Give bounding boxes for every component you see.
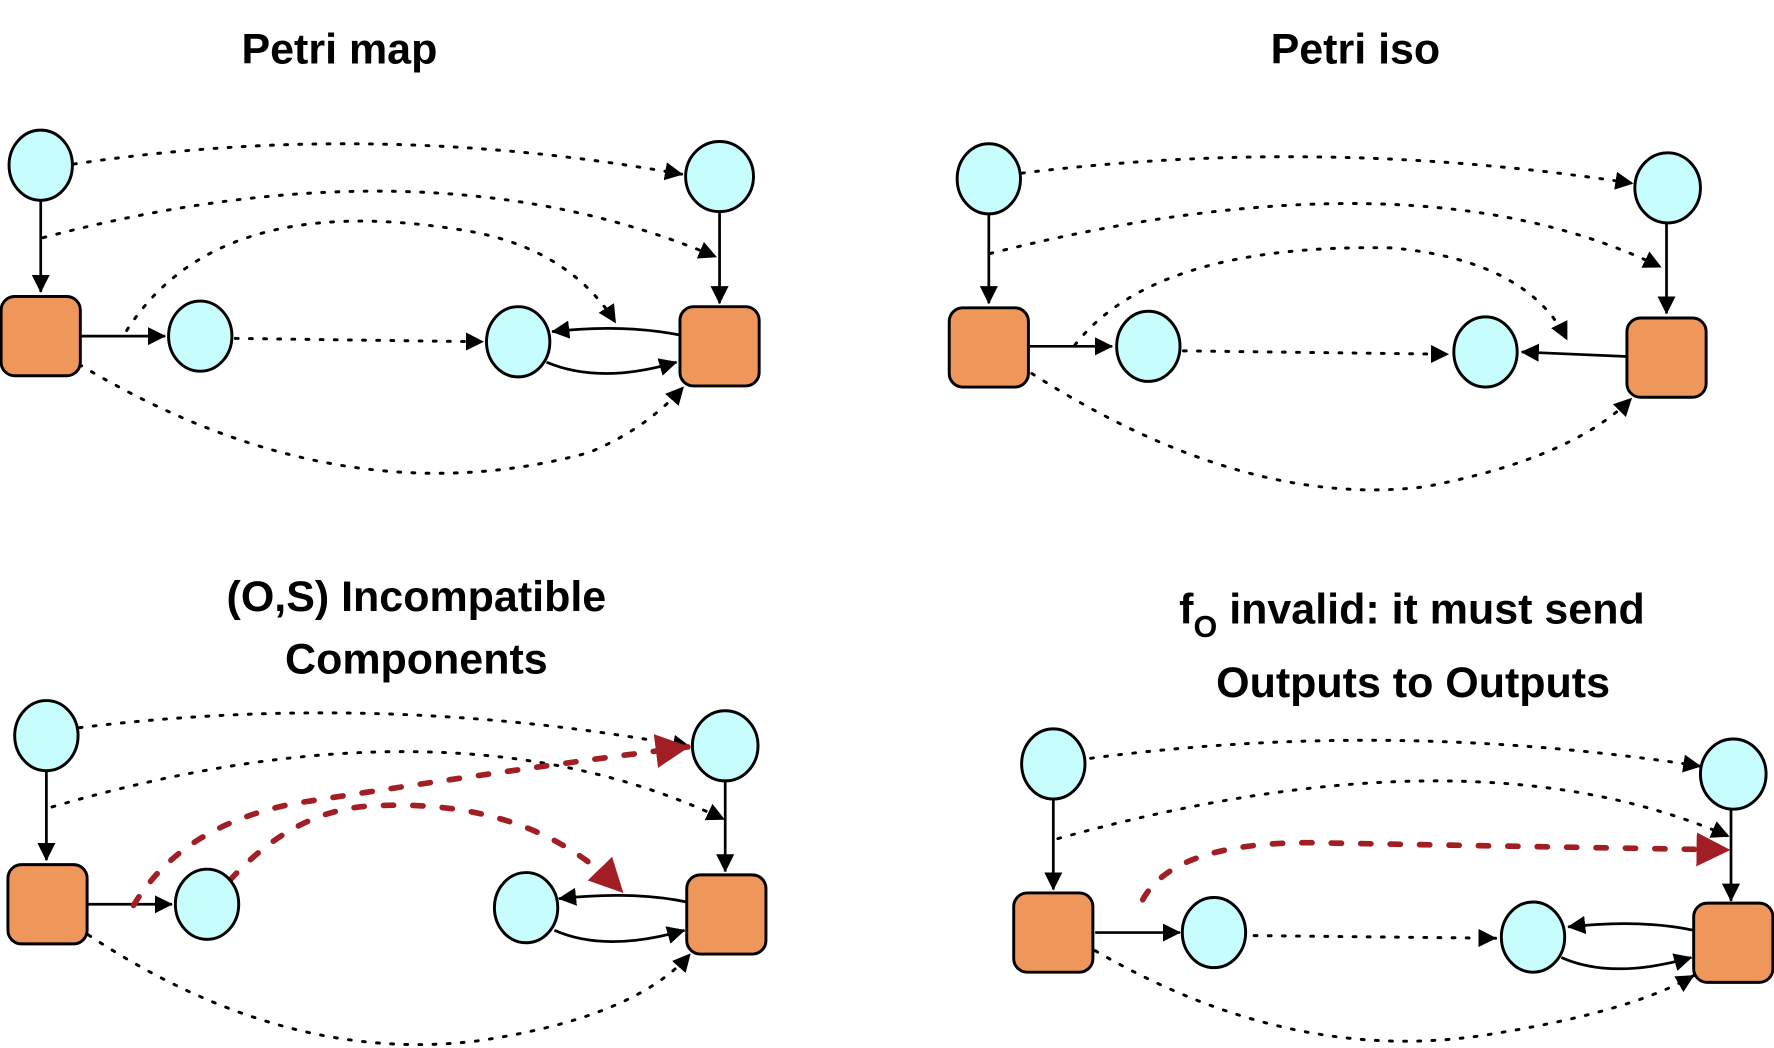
place-node [1115,309,1182,383]
transition-node [1625,316,1708,399]
mapping-arrow [1030,372,1633,492]
mapping-arrow [1089,738,1702,773]
invalid-mapping-arrow [226,802,626,895]
panel-title-line1: (O,S) Incompatible [227,573,607,621]
mapping-arrow [77,362,685,475]
arc [545,358,678,376]
arc [553,926,686,944]
place-node [1698,737,1768,811]
arc [558,887,688,906]
mapping-arrow [1181,344,1450,364]
mapping-arrow [77,711,692,753]
transition-node [6,863,89,946]
mapping-arrow [125,219,617,332]
title-rest: invalid: it must send [1217,586,1644,634]
place-node [690,709,760,783]
place-node [1020,727,1087,801]
panel-petri-iso: Petri iso [947,25,1708,492]
panel-incompatible-components: (O,S) Incompatible Components [6,573,768,1047]
transition-node [947,306,1030,389]
place-node [492,871,560,945]
arc [1560,953,1693,971]
place-node [167,299,234,373]
mapping-arrow [988,202,1663,269]
invalid-mapping-arrow [1139,832,1732,903]
mapping-arrow [1181,928,1498,948]
place-node [955,142,1022,216]
transition-node [678,305,761,388]
title-f: f [1179,586,1194,634]
panel-title-line2: Components [285,635,548,683]
mapping-arrow [86,933,692,1047]
mapping-arrow [233,332,485,351]
mapping-arrow [50,750,726,821]
panel-title-line2: Outputs to Outputs [1216,659,1610,707]
arc [1520,343,1627,362]
mapping-arrow [72,142,684,181]
panel-fo-invalid: fO invalid: it must send Outputs to Outp… [1012,586,1774,1043]
arc [1567,916,1694,935]
title-subscript: O [1194,610,1218,644]
invalid-mapping-arrow [130,734,691,909]
mapping-arrow [1093,949,1696,1043]
place-node [684,139,755,214]
place-node [7,128,74,202]
place-node [173,867,241,941]
transition-node [1692,901,1774,984]
transition-node [685,873,768,956]
transition-node [0,295,82,378]
arc [551,320,681,339]
place-node [13,699,80,773]
mapping-arrow [1056,779,1731,841]
place-node [1180,896,1248,970]
panel-petri-map: Petri map [0,25,761,475]
place-node [1633,151,1702,225]
place-node [1452,315,1519,389]
panel-title: Petri iso [1271,25,1441,73]
panel-title-line1: fO invalid: it must send [1179,586,1645,645]
panel-title: Petri map [241,25,437,73]
place-node [1499,900,1567,974]
mapping-arrow [1020,155,1635,190]
transition-node [1012,891,1095,974]
place-node [485,305,552,379]
mapping-arrow [41,189,718,259]
